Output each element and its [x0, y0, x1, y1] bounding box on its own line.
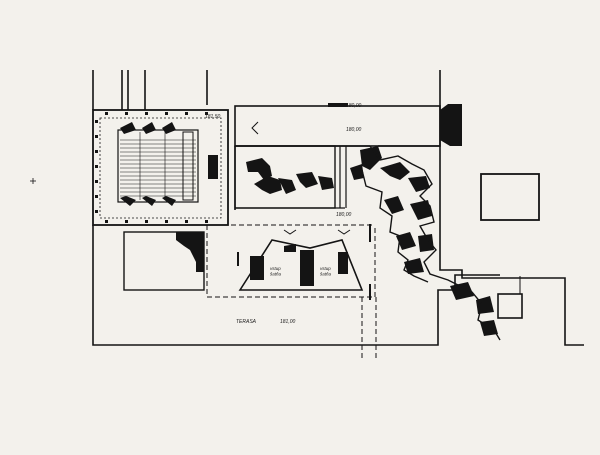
- plan-labels: 180,00 180,00 181,50 180,00 181,00 TERAS…: [205, 103, 362, 325]
- lower-left-room: [123, 231, 205, 291]
- level-label-mid: 180,00: [346, 127, 362, 133]
- auditorium: [92, 109, 229, 226]
- pavilion-stairs: [304, 253, 312, 279]
- level-label-terrace: 181,00: [280, 319, 296, 325]
- level-label-stage: 181,50: [205, 114, 221, 120]
- level-label-court: 180,00: [336, 212, 352, 218]
- margin-mark: [30, 178, 36, 184]
- terrace-label: TERASA: [236, 319, 257, 325]
- right-buildings: [328, 103, 540, 319]
- right-zigzag-blocks: [360, 146, 498, 336]
- pavilion-wall-marks: [250, 244, 348, 286]
- level-label-top: 180,00: [346, 103, 362, 109]
- entrance-pavilion: [237, 121, 371, 300]
- auditorium-stairs: [120, 122, 218, 206]
- auditorium-columns: [95, 112, 208, 223]
- right-zigzag-walls: [361, 145, 501, 341]
- exhibit-blocks: [246, 158, 364, 194]
- courtyard-outline: [206, 224, 377, 360]
- gallery-room: [234, 145, 364, 209]
